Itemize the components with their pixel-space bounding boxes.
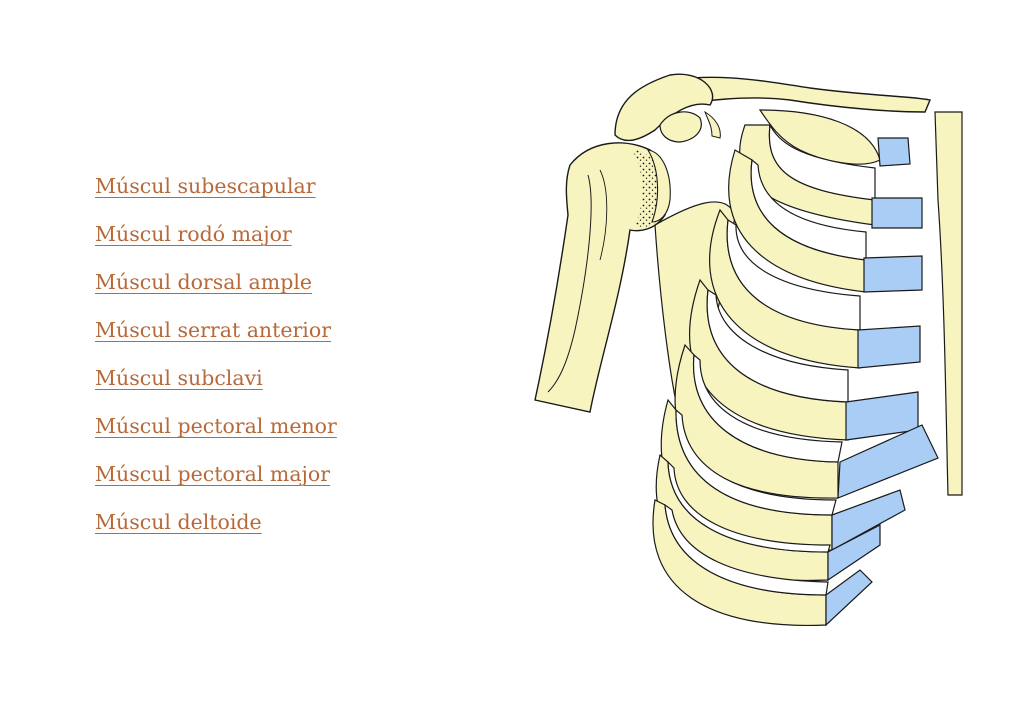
list-item: Múscul pectoral major (95, 459, 337, 507)
cartilage-6 (837, 424, 939, 499)
list-item: Múscul subclavi (95, 363, 337, 411)
acromion-shape (614, 73, 714, 142)
cartilage-2 (871, 197, 923, 229)
link-pectoral-menor[interactable]: Múscul pectoral menor (95, 414, 337, 438)
link-subclavi[interactable]: Múscul subclavi (95, 366, 263, 390)
link-serrat-anterior[interactable]: Múscul serrat anterior (95, 318, 331, 342)
coracoid-tip (704, 110, 721, 139)
coracoid-shape (659, 111, 702, 143)
rib-9-gap (664, 503, 829, 596)
link-dorsal-ample[interactable]: Múscul dorsal ample (95, 270, 313, 294)
link-rodo-major[interactable]: Múscul rodó major (95, 222, 292, 246)
link-subescapular[interactable]: Múscul subescapular (95, 174, 316, 198)
glenoid-shape (646, 149, 671, 223)
shoulder-ribcage-illustration (534, 73, 963, 627)
list-item: Múscul pectoral menor (95, 411, 337, 459)
link-pectoral-major[interactable]: Múscul pectoral major (95, 462, 331, 486)
cartilage-9 (825, 569, 873, 627)
link-deltoide[interactable]: Múscul deltoide (95, 510, 262, 534)
cartilage-7 (831, 489, 906, 552)
humerus-contour (547, 174, 592, 393)
ribs (652, 109, 939, 627)
list-item: Múscul dorsal ample (95, 267, 337, 315)
rib-8-gap (667, 460, 831, 553)
cartilage-1 (877, 137, 911, 167)
muscle-link-list: Múscul subescapular Múscul rodó major Mú… (95, 171, 337, 555)
list-item: Múscul rodó major (95, 219, 337, 267)
rib-1 (758, 109, 881, 165)
sternum-shape (934, 111, 963, 496)
rib-3-gap (750, 158, 867, 261)
cartilage-8 (827, 524, 881, 582)
cartilage-3 (863, 255, 923, 293)
rib-6-gap (692, 353, 843, 463)
rib-7-gap (675, 408, 837, 516)
humerus-contour-2 (599, 169, 608, 261)
list-item: Múscul subescapular (95, 171, 337, 219)
rib-4-gap (726, 218, 861, 331)
list-item: Múscul deltoide (95, 507, 337, 555)
list-item: Múscul serrat anterior (95, 315, 337, 363)
cartilage-4 (857, 325, 921, 369)
